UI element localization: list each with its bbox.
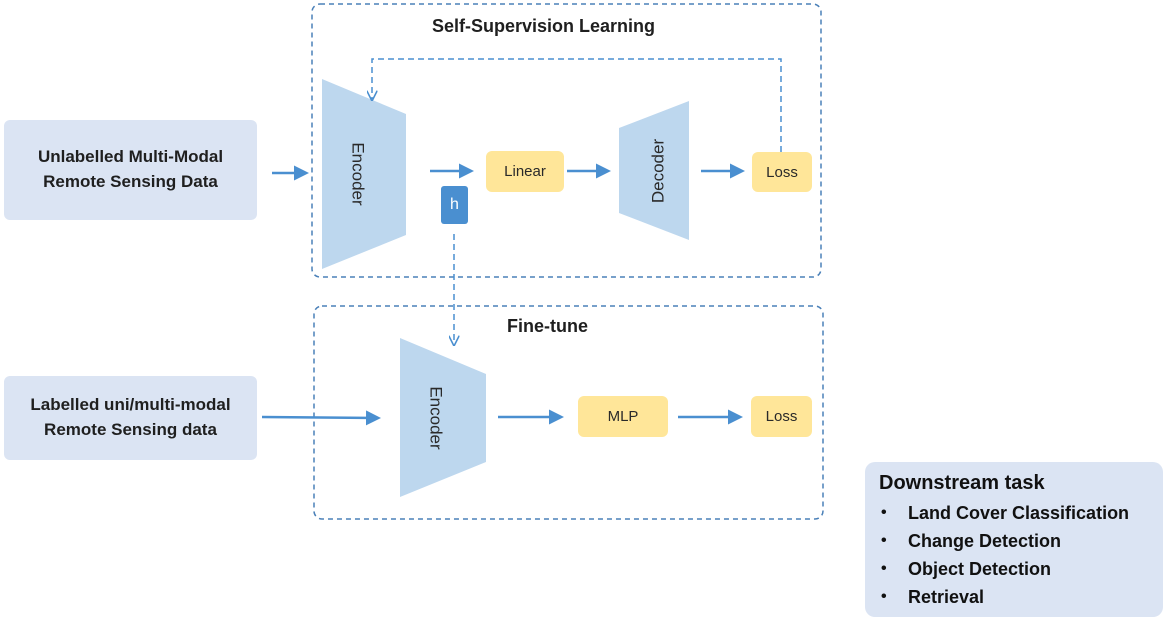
ssl-input-line-2: Remote Sensing Data [43, 172, 218, 191]
downstream-task-panel: Downstream task • Land Cover Classificati… [865, 462, 1163, 617]
ssl-encoder-shape [322, 79, 406, 269]
downstream-item: • Object Detection [879, 555, 1151, 583]
ssl-decoder-shape [619, 101, 689, 240]
bullet-icon: • [881, 560, 887, 577]
mlp-box: MLP [578, 396, 668, 437]
finetune-input-arrow [261, 410, 381, 426]
loss-feedback-arrow [372, 58, 782, 152]
linear-box: Linear [486, 151, 564, 192]
downstream-item-label: Object Detection [908, 559, 1052, 579]
downstream-title: Downstream task [879, 472, 1045, 494]
ssl-frame [311, 3, 822, 278]
downstream-item: • Land Cover Classification [879, 499, 1151, 527]
bullet-icon: • [881, 532, 887, 549]
ssl-encoder-label: Encoder [349, 142, 368, 206]
h-representation-box: h [441, 186, 468, 224]
finetune-input-line-1: Labelled uni/multi-modal [30, 395, 231, 415]
ssl-decoder-label: Decoder [648, 139, 667, 204]
bullet-icon: • [881, 504, 887, 521]
downstream-item: • Retrieval [879, 583, 1151, 611]
downstream-item-label: Retrieval [908, 587, 985, 607]
finetune-title: Fine-tune [507, 316, 588, 336]
finetune-frame [313, 305, 824, 520]
downstream-item: • Change Detection [879, 527, 1151, 555]
finetune-encoder-shape [400, 338, 486, 497]
downstream-item-label: Land Cover Classification [908, 503, 1130, 523]
ssl-input-box: Unlabelled Multi-Modal Remote Sensing Da… [4, 120, 257, 220]
finetune-encoder-label: Encoder [427, 386, 446, 450]
ssl-loss-box: Loss [752, 152, 812, 192]
downstream-item-label: Change Detection [908, 531, 1062, 551]
bullet-icon: • [881, 588, 887, 605]
ssl-title: Self-Supervision Learning [432, 16, 656, 36]
downstream-list: • Land Cover Classification • Change Detec… [879, 499, 1151, 611]
finetune-input-box: Labelled uni/multi-modal Remote Sensing … [4, 376, 257, 460]
finetune-input-line-2: Remote Sensing data [44, 420, 217, 439]
ssl-input-line-1: Unlabelled Multi-Modal [37, 147, 224, 167]
finetune-loss-box: Loss [751, 396, 812, 437]
